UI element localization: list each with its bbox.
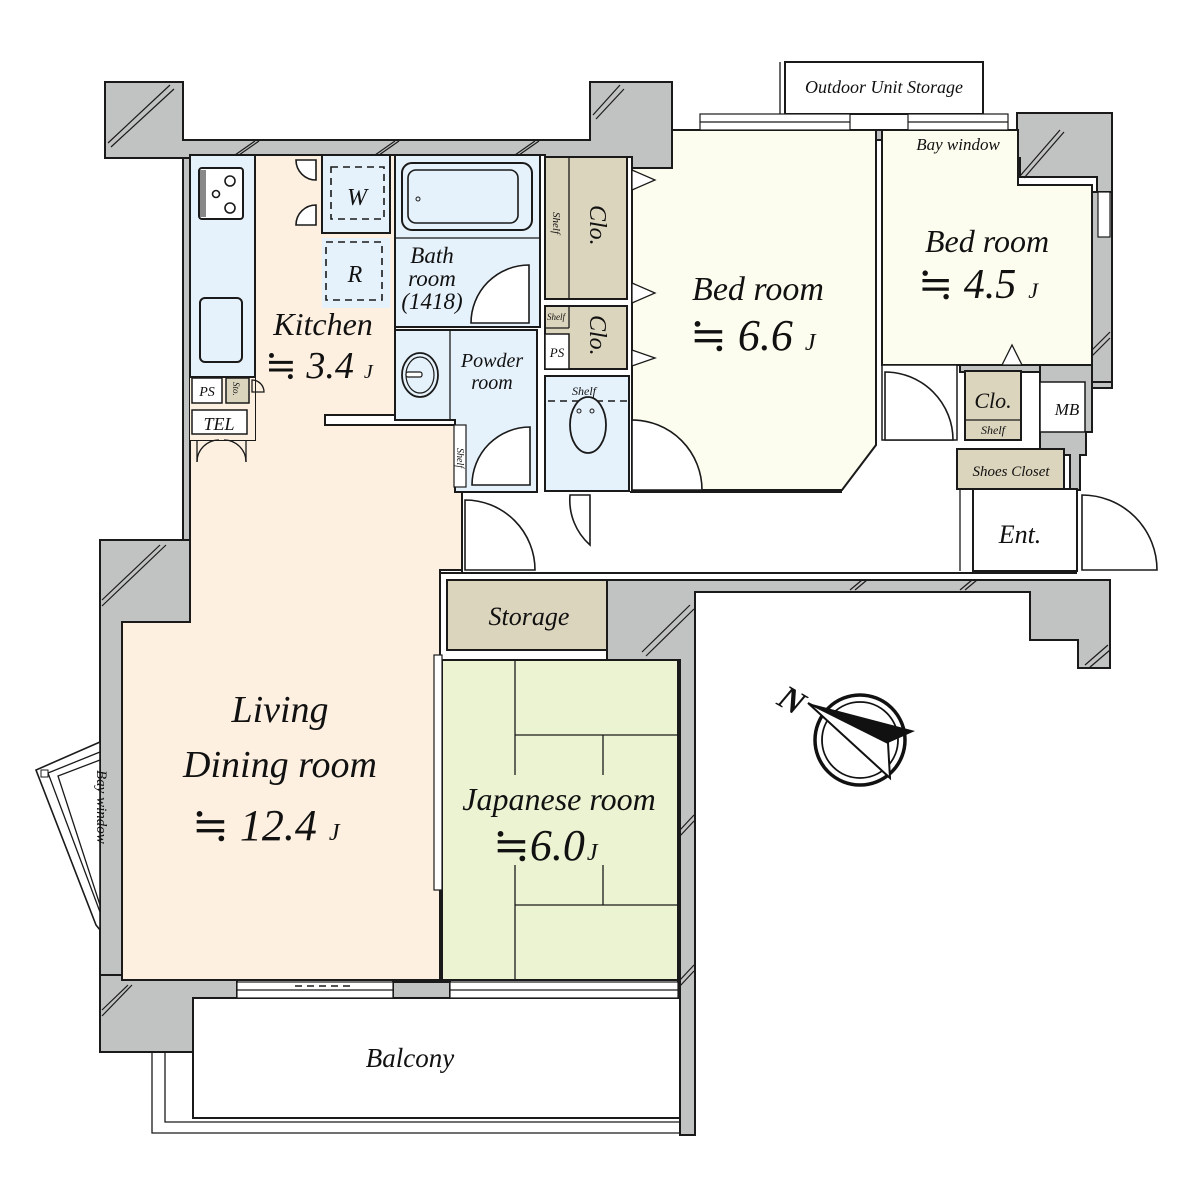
bath-door[interactable] <box>470 264 530 324</box>
outdoor-unit-storage <box>784 61 984 115</box>
entrance <box>972 488 1078 572</box>
kitchen-double-door[interactable] <box>295 159 317 226</box>
living-label-2: Dining room <box>182 744 377 786</box>
closet-3-label: Clo. <box>974 388 1011 413</box>
closet-bedroom-2 <box>964 370 1022 441</box>
tel-box <box>191 409 248 435</box>
powder-shelf-label: Shelf <box>454 448 465 469</box>
ps-toilet-box <box>544 333 570 370</box>
shelf-2-label: Shelf <box>547 312 566 322</box>
bedroom-1-door[interactable] <box>631 419 703 491</box>
balcony-label: Balcony <box>366 1043 454 1073</box>
tel-label: TEL <box>203 414 234 434</box>
wall-hatch-marks <box>101 84 1111 1017</box>
stove-icon <box>198 167 244 220</box>
closet-1-label: Clo. <box>584 205 610 246</box>
kitchen-name: Kitchen <box>272 306 373 342</box>
balcony-windows[interactable] <box>236 981 679 999</box>
meter-box <box>1039 381 1086 433</box>
japanese-room-sliding-door[interactable] <box>433 654 443 891</box>
toilet-shelf-label: Shelf <box>572 384 598 398</box>
bedroom-2-name: Bed room <box>925 223 1049 259</box>
bay-window-left-label: Bay window <box>93 770 109 844</box>
shoes-closet-label: Shoes Closet <box>972 464 1050 480</box>
entrance-label: Ent. <box>998 520 1042 549</box>
bathtub-icon <box>401 162 533 231</box>
compass-label: N <box>771 678 813 724</box>
sto-box <box>225 377 250 404</box>
bath-label-1: Bath <box>410 243 453 268</box>
closet-door-markers[interactable] <box>631 169 1024 367</box>
bedroom-1-name: Bed room <box>692 271 824 308</box>
fridge-label: R <box>347 262 363 288</box>
powder-room-door[interactable] <box>471 426 531 486</box>
kitchen-ps-label: PS <box>198 385 215 400</box>
shelf-1-label: Shelf <box>550 212 562 236</box>
washer-label: W <box>347 185 369 211</box>
powder-shelf <box>453 424 467 488</box>
kitchen-ps-box <box>191 377 223 404</box>
entrance-door[interactable] <box>1081 494 1158 571</box>
closet-2-label: Clo. <box>584 315 610 356</box>
powder-label-1: Powder <box>460 350 523 372</box>
toilet-door[interactable] <box>568 494 591 547</box>
kitchen-sink-icon <box>199 297 243 363</box>
bedroom-2-door[interactable] <box>884 371 954 441</box>
toilet-icon <box>548 396 627 454</box>
living-label-1: Living <box>230 689 328 731</box>
fridge-space <box>322 238 390 308</box>
living-dining-floor <box>121 154 463 981</box>
north-compass-icon <box>807 693 915 787</box>
storage-label: Storage <box>489 602 570 631</box>
outdoor-unit-label: Outdoor Unit Storage <box>805 77 963 97</box>
bath-label-2: room <box>408 266 456 291</box>
japanese-room-name: Japanese room <box>462 781 655 817</box>
washer-space <box>321 154 391 234</box>
living-room-door[interactable] <box>464 499 536 571</box>
japanese-room-area: ≒6.0J <box>493 821 599 870</box>
top-windows[interactable] <box>699 113 1009 131</box>
left-bay-window[interactable] <box>34 740 101 933</box>
bedroom-2-right-window[interactable] <box>1097 191 1111 238</box>
closet-upper <box>544 156 628 300</box>
bay-window-top-label: Bay window <box>916 135 1000 154</box>
tel-closet-door[interactable] <box>196 439 247 463</box>
shelf-4-label: Shelf <box>981 423 1007 437</box>
powder-label-2: room <box>471 372 512 394</box>
ps-toilet-label: PS <box>549 345 565 360</box>
mb-label: MB <box>1054 400 1080 419</box>
storage-room <box>446 579 608 651</box>
bath-label-3: (1418) <box>401 289 462 314</box>
balcony <box>151 997 681 1134</box>
wash-basin-icon <box>401 352 439 398</box>
sto-label: Sto. <box>231 382 241 396</box>
japanese-room-tatami <box>441 659 679 981</box>
